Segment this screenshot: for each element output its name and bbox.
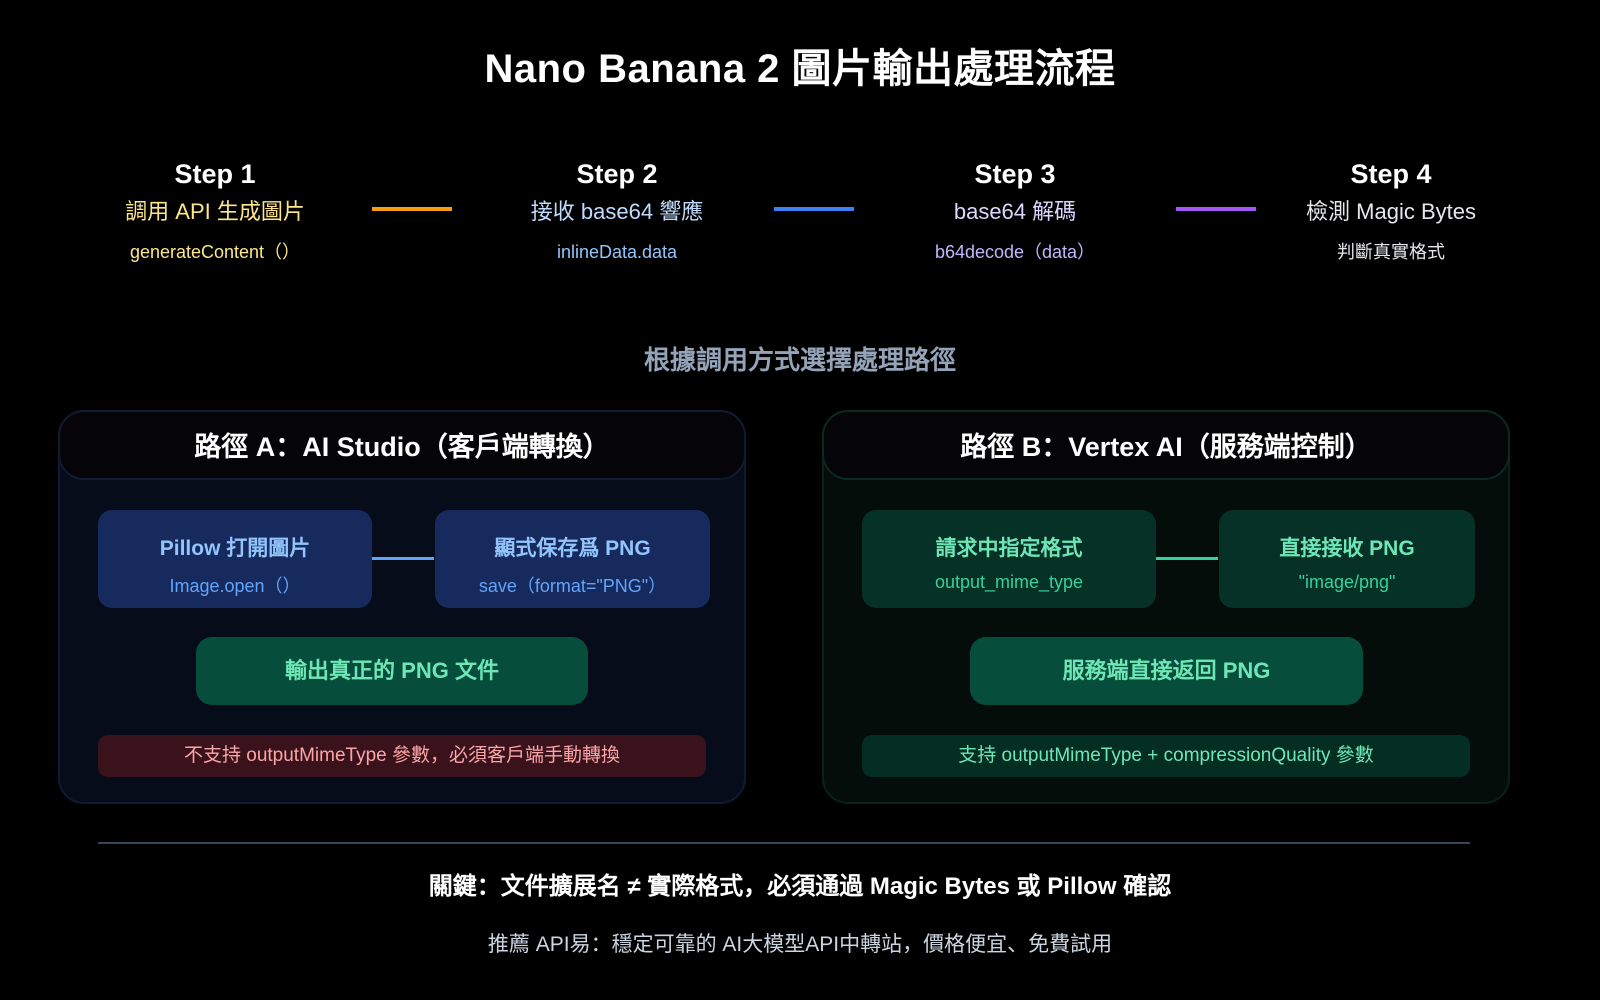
step-name: base64 解碼 bbox=[953, 199, 1077, 224]
path-b-box-specify-format: 請求中指定格式 output_mime_type bbox=[862, 510, 1156, 608]
step-code: b64decode（data） bbox=[934, 242, 1096, 262]
path-b-result: 服務端直接返回 PNG bbox=[970, 637, 1363, 705]
step-connector-3-4 bbox=[1176, 207, 1256, 211]
step-name: 接收 base64 響應 bbox=[530, 199, 704, 224]
path-b-box-receive-png: 直接接收 PNG "image/png" bbox=[1219, 510, 1475, 608]
path-a-connector bbox=[372, 557, 434, 560]
box-code: save（format="PNG"） bbox=[478, 576, 667, 596]
box-title: Pillow 打開圖片 bbox=[159, 537, 311, 560]
step-1: Step 1 調用 API 生成圖片 generateContent（） bbox=[65, 156, 365, 272]
step-name: 檢測 Magic Bytes bbox=[1306, 199, 1476, 224]
path-b-title: 路徑 B：Vertex AI（服務端控制） bbox=[822, 410, 1510, 480]
box-title: 直接接收 PNG bbox=[1279, 537, 1415, 560]
step-3: Step 3 base64 解碼 b64decode（data） bbox=[865, 156, 1165, 272]
path-a-result: 輸出真正的 PNG 文件 bbox=[196, 637, 588, 705]
box-code: output_mime_type bbox=[934, 572, 1084, 592]
section-subtitle: 根據調用方式選擇處理路徑 bbox=[643, 345, 956, 375]
step-connector-1-2 bbox=[372, 207, 452, 211]
path-b-note: 支持 outputMimeType + compressionQuality 參… bbox=[862, 735, 1470, 777]
step-2: Step 2 接收 base64 響應 inlineData.data bbox=[467, 156, 767, 272]
divider bbox=[98, 842, 1470, 844]
step-code: inlineData.data bbox=[556, 242, 678, 262]
recommendation-text: 推薦 API易：穩定可靠的 AI大模型API中轉站，價格便宜、免費試用 bbox=[487, 933, 1113, 956]
step-4: Step 4 檢測 Magic Bytes 判斷真實格式 bbox=[1241, 156, 1541, 272]
path-a-box-save-png: 顯式保存爲 PNG save（format="PNG"） bbox=[435, 510, 710, 608]
step-label: Step 4 bbox=[1350, 159, 1432, 189]
step-label: Step 3 bbox=[974, 159, 1056, 189]
path-a-note: 不支持 outputMimeType 參數，必須客戶端手動轉換 bbox=[98, 735, 706, 777]
path-a-title: 路徑 A：AI Studio（客戶端轉換） bbox=[58, 410, 746, 480]
step-name: 調用 API 生成圖片 bbox=[125, 199, 305, 224]
box-title: 請求中指定格式 bbox=[935, 537, 1083, 560]
key-point: 關鍵：文件擴展名 ≠ 實際格式，必須通過 Magic Bytes 或 Pillo… bbox=[428, 873, 1172, 900]
box-code: Image.open（） bbox=[169, 576, 301, 596]
path-a-panel: 路徑 A：AI Studio（客戶端轉換） Pillow 打開圖片 Image.… bbox=[58, 410, 746, 804]
box-title: 顯式保存爲 PNG bbox=[494, 537, 651, 560]
step-code: generateContent（） bbox=[129, 242, 301, 262]
path-a-box-pillow-open: Pillow 打開圖片 Image.open（） bbox=[98, 510, 372, 608]
step-label: Step 2 bbox=[576, 159, 658, 189]
step-code: 判斷真實格式 bbox=[1337, 242, 1445, 262]
step-connector-2-3 bbox=[774, 207, 854, 211]
path-b-panel: 路徑 B：Vertex AI（服務端控制） 請求中指定格式 output_mim… bbox=[822, 410, 1510, 804]
box-code: "image/png" bbox=[1298, 572, 1396, 592]
path-b-connector bbox=[1156, 557, 1218, 560]
step-label: Step 1 bbox=[174, 159, 256, 189]
diagram-title: Nano Banana 2 圖片輸出處理流程 bbox=[484, 47, 1116, 91]
